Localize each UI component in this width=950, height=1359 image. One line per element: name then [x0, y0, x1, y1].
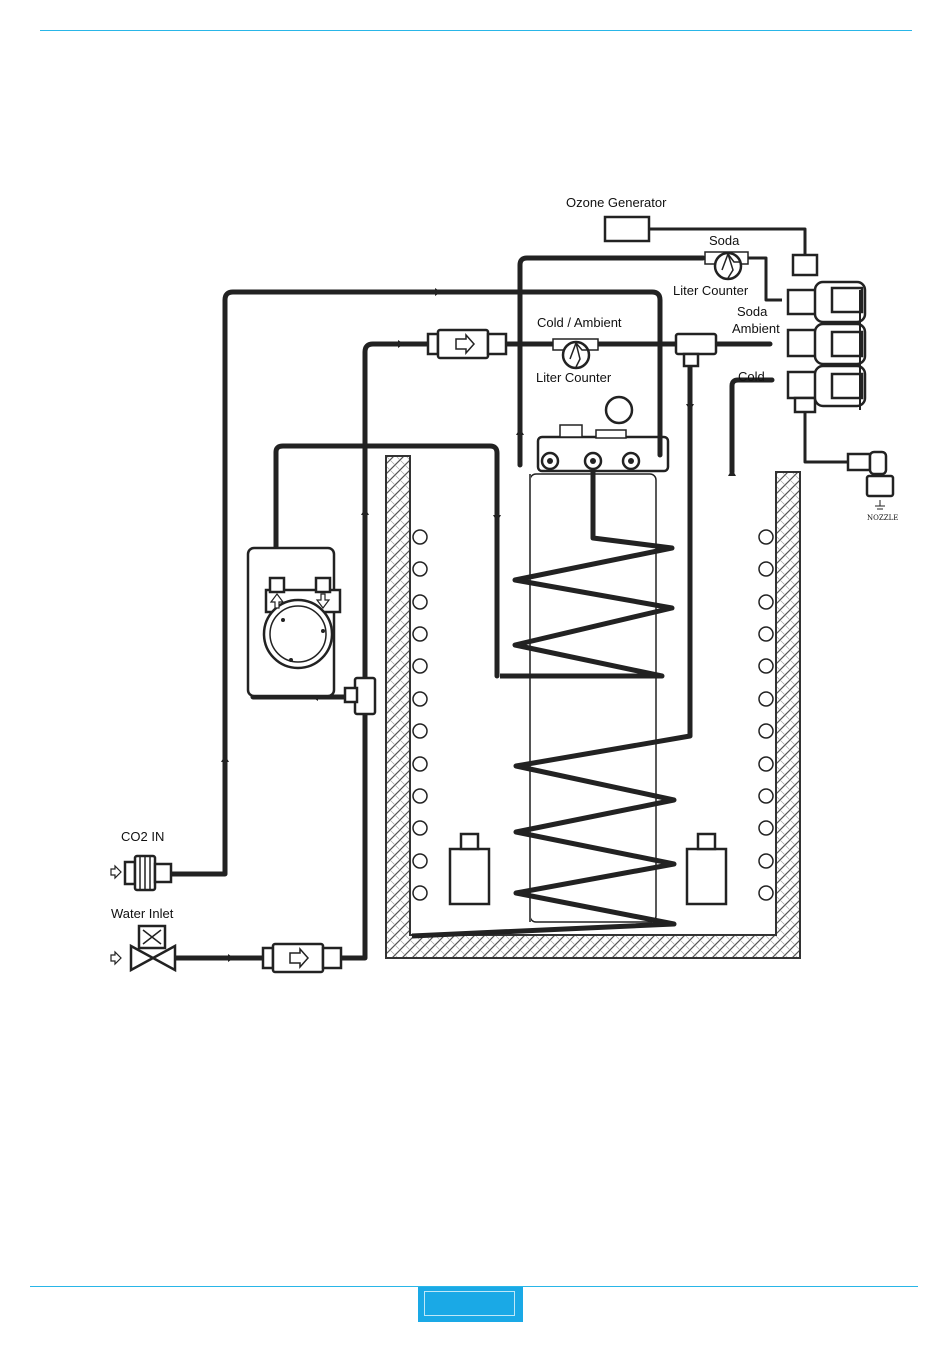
dispense-valve-block — [788, 255, 865, 412]
nozzle-icon — [875, 500, 885, 509]
nozzle-line — [805, 412, 848, 462]
filter-upper — [428, 330, 506, 358]
ice-probe-left — [450, 834, 489, 904]
label-liter-counter-top: Liter Counter — [673, 283, 749, 298]
label-cold-ambient: Cold / Ambient — [537, 315, 622, 330]
tank-head-manifold — [538, 397, 668, 471]
co2-inlet-connector — [111, 856, 171, 890]
cold-ambient-liter-counter — [553, 339, 598, 368]
arrow-right-icon — [111, 952, 121, 964]
label-nozzle: NOZZLE — [867, 514, 898, 522]
tee-fitting-lower — [345, 678, 375, 714]
arrow-right-icon — [111, 866, 121, 878]
nozzle — [848, 452, 893, 509]
label-cold: Cold — [738, 369, 765, 384]
cold-line — [732, 380, 772, 472]
filter-lower — [263, 944, 341, 972]
tee-fitting-upper — [676, 334, 716, 366]
water-inlet-valve — [111, 926, 175, 970]
label-soda-top: Soda — [709, 233, 740, 248]
evaporator-tubes-right — [759, 530, 773, 900]
label-ambient: Ambient — [732, 321, 780, 336]
ice-probe-right — [687, 834, 726, 904]
label-liter-counter-mid: Liter Counter — [536, 370, 612, 385]
page-number-tab-inner — [424, 1291, 515, 1316]
label-soda-side: Soda — [737, 304, 768, 319]
pump — [248, 548, 340, 696]
label-ozone-generator: Ozone Generator — [566, 195, 667, 210]
evaporator-tubes-left — [413, 530, 427, 900]
soda-liter-counter — [705, 252, 748, 279]
page-number-tab — [418, 1287, 523, 1322]
label-water-inlet: Water Inlet — [111, 906, 174, 921]
label-co2-in: CO2 IN — [121, 829, 164, 844]
ozone-generator — [605, 217, 649, 241]
